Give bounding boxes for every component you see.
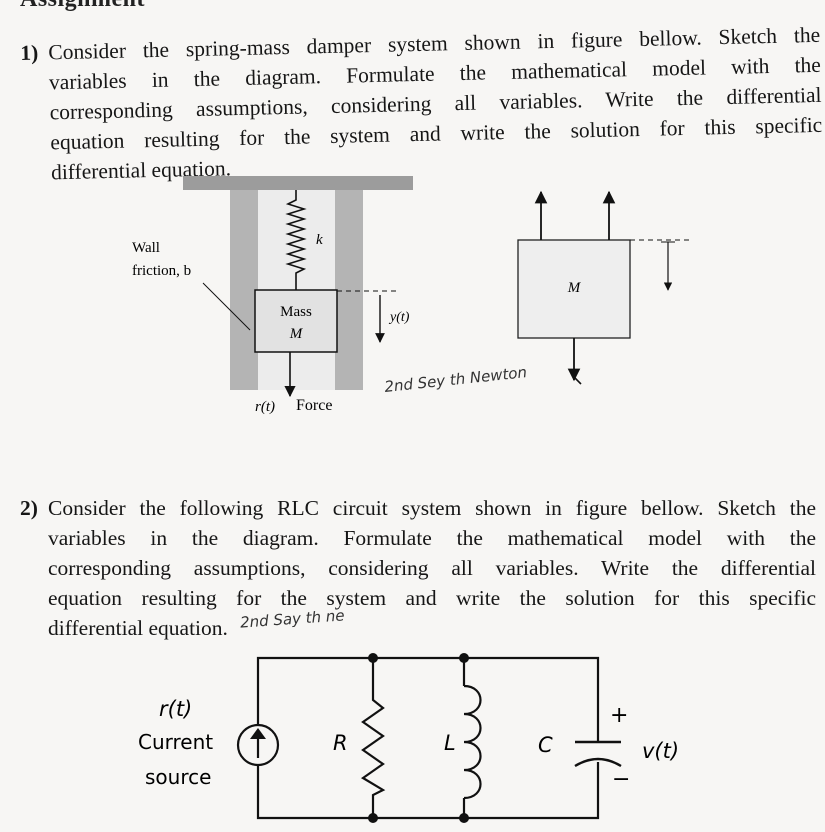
ceiling — [183, 176, 413, 190]
inductor-label: L — [444, 731, 456, 755]
force-label: Force — [296, 397, 332, 414]
mass-symbol: M — [289, 326, 304, 342]
resistor — [360, 690, 386, 800]
inductor — [463, 684, 482, 800]
friction-leader — [202, 282, 251, 331]
friction-label: friction, b — [132, 263, 191, 279]
junction-top-1 — [368, 653, 378, 663]
wall-label: Wall — [132, 240, 160, 256]
junction-bottom-1 — [368, 813, 378, 823]
source-text-label: source — [145, 765, 211, 789]
assignment-header: Assignment — [20, 0, 145, 13]
mass-label: Mass — [280, 304, 312, 320]
q2-number: 2) — [20, 496, 38, 520]
q2-line-4: equation resulting for the system and wr… — [48, 586, 816, 610]
spring — [285, 190, 307, 290]
junction-top-2 — [459, 653, 469, 663]
free-body-mass-label: M — [567, 280, 582, 296]
capacitor-bottom-plate — [574, 757, 622, 768]
free-body-mass — [517, 239, 631, 339]
q2-line-2: variables in the diagram. Formulate the … — [48, 526, 816, 550]
resistor-label: R — [333, 731, 348, 755]
displacement-label: y(t) — [388, 310, 410, 325]
right-wall — [335, 190, 363, 390]
capacitor-label: C — [538, 733, 553, 757]
q2-line-3: corresponding assumptions, considering a… — [48, 556, 816, 580]
question-2: 2)Consider the following RLC circuit sys… — [20, 493, 816, 643]
minus-label: − — [612, 767, 630, 792]
mass-block — [254, 289, 338, 353]
source-label: r(t) — [159, 697, 192, 721]
current-source-arrow — [250, 728, 266, 739]
junction-bottom-2 — [459, 813, 469, 823]
plus-label: + — [610, 703, 628, 728]
voltage-label: v(t) — [642, 739, 679, 763]
input-label: r(t) — [255, 399, 275, 415]
q2-line-5: differential equation. — [48, 616, 228, 640]
spring-label: k — [316, 232, 323, 248]
q2-line-1: 2)Consider the following RLC circuit sys… — [20, 493, 816, 523]
current-label: Current — [138, 730, 213, 754]
left-wall — [230, 190, 258, 390]
